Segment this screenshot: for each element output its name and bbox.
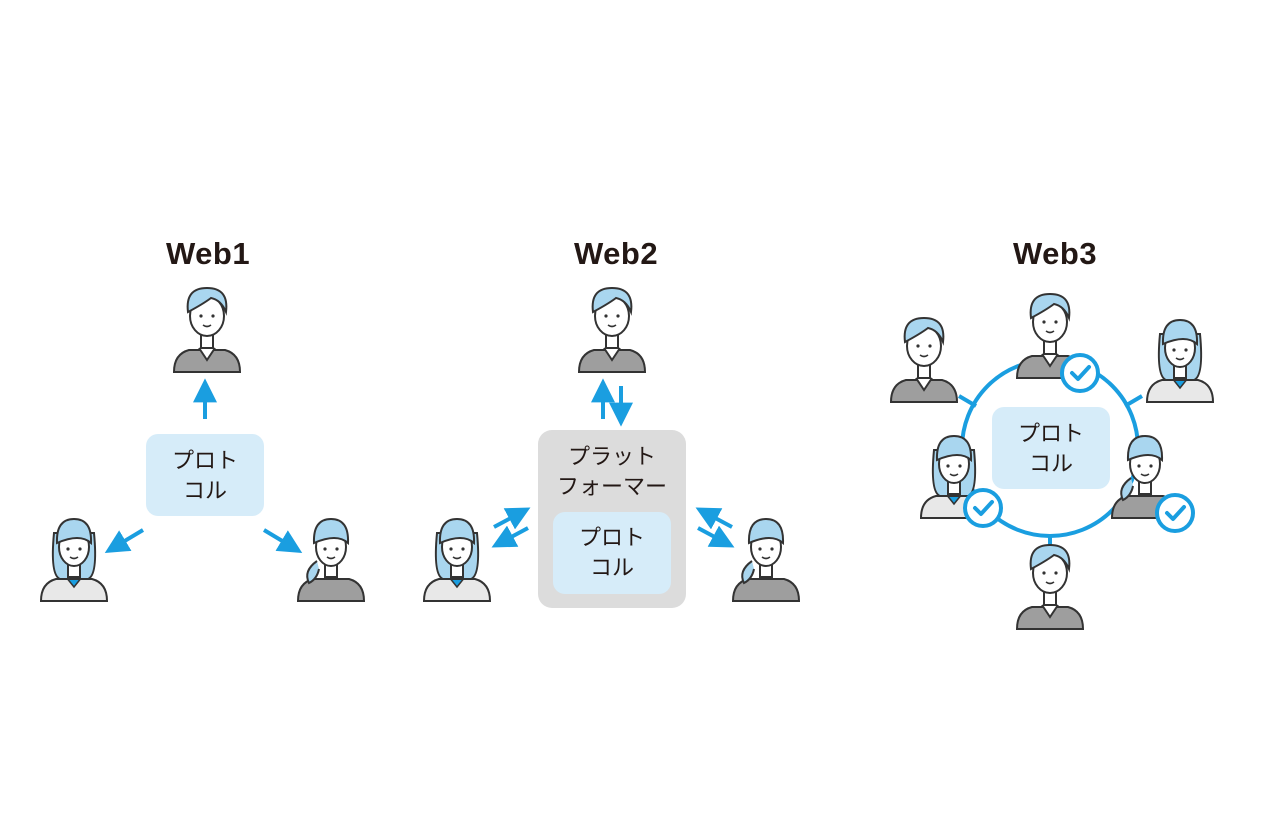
web3-protocol-line1: プロト: [992, 420, 1110, 450]
web3-check-badge-right-icon: [1157, 495, 1193, 531]
web2-platform-line1: プラット: [538, 443, 686, 473]
web1-protocol-line1: プロト: [146, 447, 264, 477]
web1-arrow-right-icon: [264, 530, 294, 548]
web2-top-person-icon: [579, 288, 645, 372]
web1-top-person-icon: [174, 288, 240, 372]
web2-protocol-line2: コル: [553, 554, 671, 584]
web1-right-person-icon: [298, 519, 364, 601]
web2-protocol-label: プロト コル: [553, 524, 671, 584]
web2-right-arrow-out-icon: [698, 528, 726, 543]
web3-spoke-upper-right: [1125, 396, 1142, 406]
web2-left-person-icon: [424, 519, 490, 601]
web3-protocol-line2: コル: [992, 450, 1110, 480]
web2-right-person-icon: [733, 519, 799, 601]
web3-upper-right-person-icon: [1147, 320, 1213, 402]
web3-upper-left-person-icon: [891, 318, 957, 402]
web2-left-arrow-out-icon: [494, 512, 522, 527]
web2-right-arrow-in-icon: [704, 512, 732, 527]
web3-check-badge-left-icon: [965, 490, 1001, 526]
web2-platform-label: プラット フォーマー: [538, 443, 686, 503]
web1-protocol-label: プロト コル: [146, 447, 264, 507]
web1-arrow-left-icon: [113, 530, 143, 548]
web1-left-person-icon: [41, 519, 107, 601]
web3-bottom-person-icon: [1017, 545, 1083, 629]
web2-left-arrow-in-icon: [500, 528, 528, 543]
web3-protocol-label: プロト コル: [992, 420, 1110, 480]
web2-platform-line2: フォーマー: [538, 473, 686, 503]
web1-protocol-line2: コル: [146, 477, 264, 507]
web2-protocol-line1: プロト: [553, 524, 671, 554]
web3-check-badge-top-icon: [1062, 355, 1098, 391]
